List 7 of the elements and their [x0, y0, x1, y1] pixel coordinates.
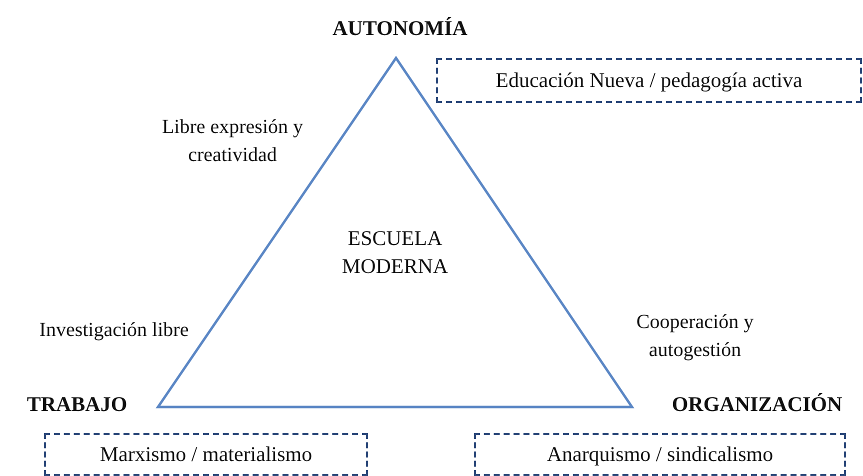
vertex-label: AUTONOMÍA	[332, 15, 468, 42]
vertex-label: ORGANIZACIÓN	[670, 391, 844, 418]
side-label: Cooperación y autogestión	[635, 310, 755, 363]
vertex-label: TRABAJO	[26, 391, 128, 418]
dashed-box: Anarquismo / sindicalismo	[474, 433, 846, 476]
side-label: Investigación libre	[38, 318, 190, 343]
dashed-box: Marxismo / materialismo	[44, 433, 368, 476]
